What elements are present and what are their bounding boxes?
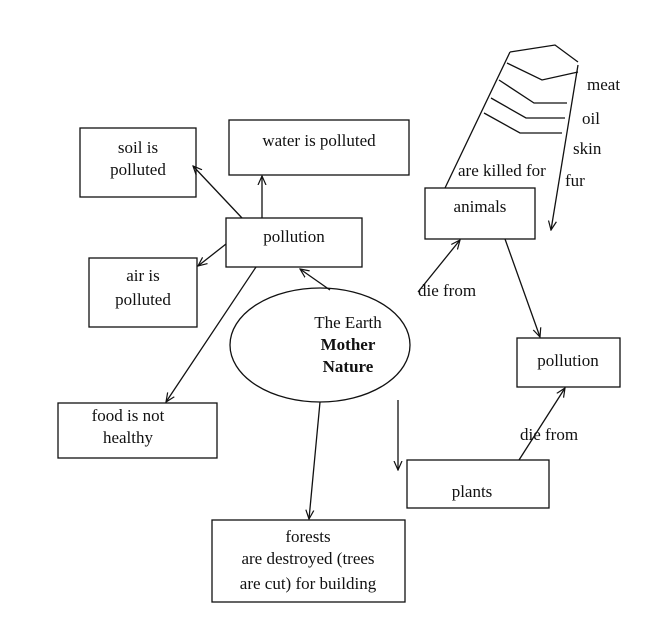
killed-for-bracket	[444, 44, 579, 230]
food-label-1: food is not	[92, 406, 165, 425]
node-pollution-right: pollution	[516, 337, 621, 388]
node-forests: forests are destroyed (trees are cut) fo…	[211, 519, 406, 603]
node-water: water is polluted	[228, 119, 410, 176]
item-meat: meat	[587, 75, 620, 94]
edge-earth-pollution	[300, 269, 331, 291]
item-fur: fur	[565, 171, 585, 190]
water-label: water is polluted	[262, 131, 376, 150]
node-soil: soil is polluted	[79, 127, 197, 198]
plants-die-from-label: die from	[520, 425, 578, 444]
edge-pollution-soil	[193, 166, 243, 219]
mother-label: Mother	[321, 335, 376, 354]
edge-earth-forests	[309, 401, 321, 519]
pollution-main-label: pollution	[263, 227, 325, 246]
item-skin: skin	[573, 139, 602, 158]
forests-label-2: are destroyed (trees	[241, 549, 374, 568]
plants-label: plants	[452, 482, 493, 501]
edge-animals-pollution	[504, 238, 540, 337]
edge-pollution-air	[198, 243, 227, 266]
killed-for-label: are killed for	[458, 161, 546, 180]
forests-label-1: forests	[285, 527, 330, 546]
soil-label-1: soil is	[118, 138, 158, 157]
air-label-1: air is	[126, 266, 160, 285]
node-air: air is polluted	[88, 257, 198, 328]
pollution-right-label: pollution	[537, 351, 599, 370]
food-label-2: healthy	[103, 428, 154, 447]
node-pollution-main: pollution	[225, 217, 363, 268]
item-oil: oil	[582, 109, 600, 128]
air-label-2: polluted	[115, 290, 171, 309]
soil-label-2: polluted	[110, 160, 166, 179]
animals-label: animals	[454, 197, 507, 216]
edge-earth-animals	[417, 240, 460, 293]
animals-die-from-label: die from	[418, 281, 476, 300]
edge-plants-pollution	[518, 388, 565, 461]
node-plants: plants	[406, 459, 550, 509]
earth-label: The Earth	[314, 313, 382, 332]
nature-label: Nature	[323, 357, 374, 376]
forests-label-3: are cut) for building	[240, 574, 377, 593]
node-food: food is not healthy	[57, 402, 218, 459]
edge-pollution-food	[166, 266, 257, 402]
edges	[166, 166, 565, 519]
node-animals: animals	[424, 187, 536, 240]
node-earth: The Earth Mother Nature	[229, 287, 411, 403]
